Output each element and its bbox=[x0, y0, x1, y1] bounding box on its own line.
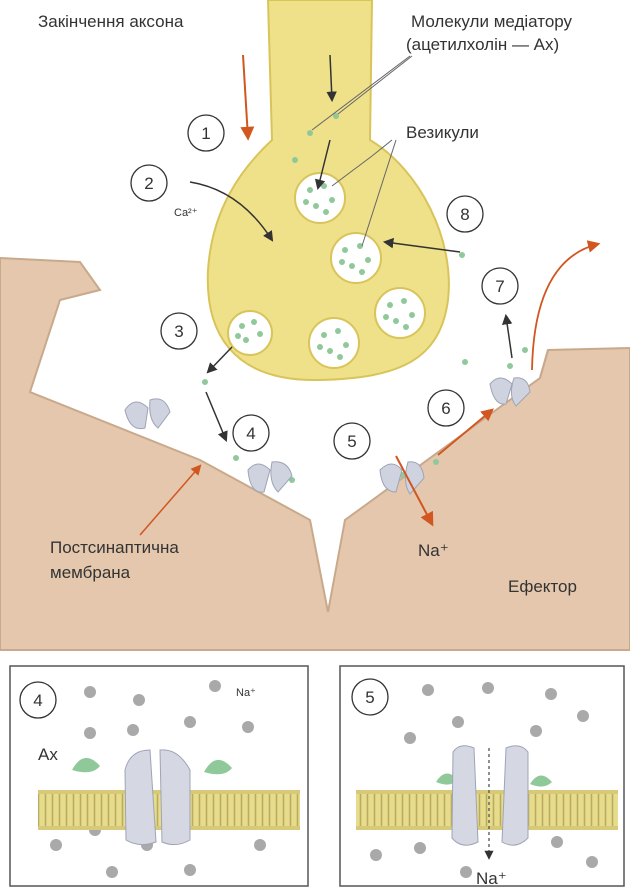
sodium-label: Na⁺ bbox=[418, 541, 449, 560]
axon-arrow-red bbox=[243, 55, 248, 138]
svg-text:7: 7 bbox=[495, 277, 504, 296]
step-8: 8 bbox=[447, 196, 483, 232]
receptor bbox=[125, 399, 170, 429]
breakdown-arrow bbox=[506, 316, 512, 358]
vesicle bbox=[309, 318, 359, 368]
panel-5-sodium-label: Na⁺ bbox=[476, 869, 507, 888]
step-7: 7 bbox=[482, 268, 518, 304]
postsynaptic-membrane-label: Постсинаптична bbox=[50, 538, 179, 557]
receptor bbox=[248, 462, 292, 492]
vesicle-fusing bbox=[228, 311, 272, 355]
panel-4-sodium-label: Na⁺ bbox=[236, 687, 256, 699]
step-3: 3 bbox=[161, 313, 197, 349]
diffusion-arrow bbox=[206, 392, 226, 440]
svg-text:5: 5 bbox=[347, 432, 356, 451]
detail-panel-5: 5 Na⁺ bbox=[340, 666, 624, 888]
svg-text:6: 6 bbox=[441, 399, 450, 418]
panel-5-number: 5 bbox=[365, 688, 374, 707]
release-arrow bbox=[208, 347, 232, 372]
lipid-bilayer bbox=[356, 790, 618, 830]
svg-text:3: 3 bbox=[174, 322, 183, 341]
axon-end-label: Закінчення аксона bbox=[38, 12, 184, 31]
panel-4-number: 4 bbox=[33, 691, 42, 710]
vesicles-label: Везикули bbox=[406, 123, 479, 142]
step-6: 6 bbox=[428, 390, 464, 426]
postsynaptic-membrane-label-sub: мембрана bbox=[50, 563, 131, 582]
step-4: 4 bbox=[233, 415, 269, 451]
vesicle bbox=[375, 288, 425, 338]
step-5: 5 bbox=[334, 423, 370, 459]
step-1: 1 bbox=[188, 115, 224, 151]
effector-label: Ефектор bbox=[508, 577, 577, 596]
calcium-label: Ca²⁺ bbox=[174, 207, 198, 219]
svg-text:2: 2 bbox=[144, 174, 153, 193]
vesicle bbox=[331, 233, 381, 283]
step-2: 2 bbox=[131, 165, 167, 201]
detail-panel-4: 4 Na⁺ Ах bbox=[10, 666, 308, 886]
svg-text:4: 4 bbox=[246, 424, 255, 443]
svg-text:1: 1 bbox=[201, 124, 210, 143]
panel-4-ach-label: Ах bbox=[38, 745, 58, 764]
svg-text:8: 8 bbox=[460, 205, 469, 224]
mediator-label-sub: (ацетилхолін — Ах) bbox=[406, 35, 559, 54]
mediator-label: Молекули медіатору bbox=[411, 12, 573, 31]
